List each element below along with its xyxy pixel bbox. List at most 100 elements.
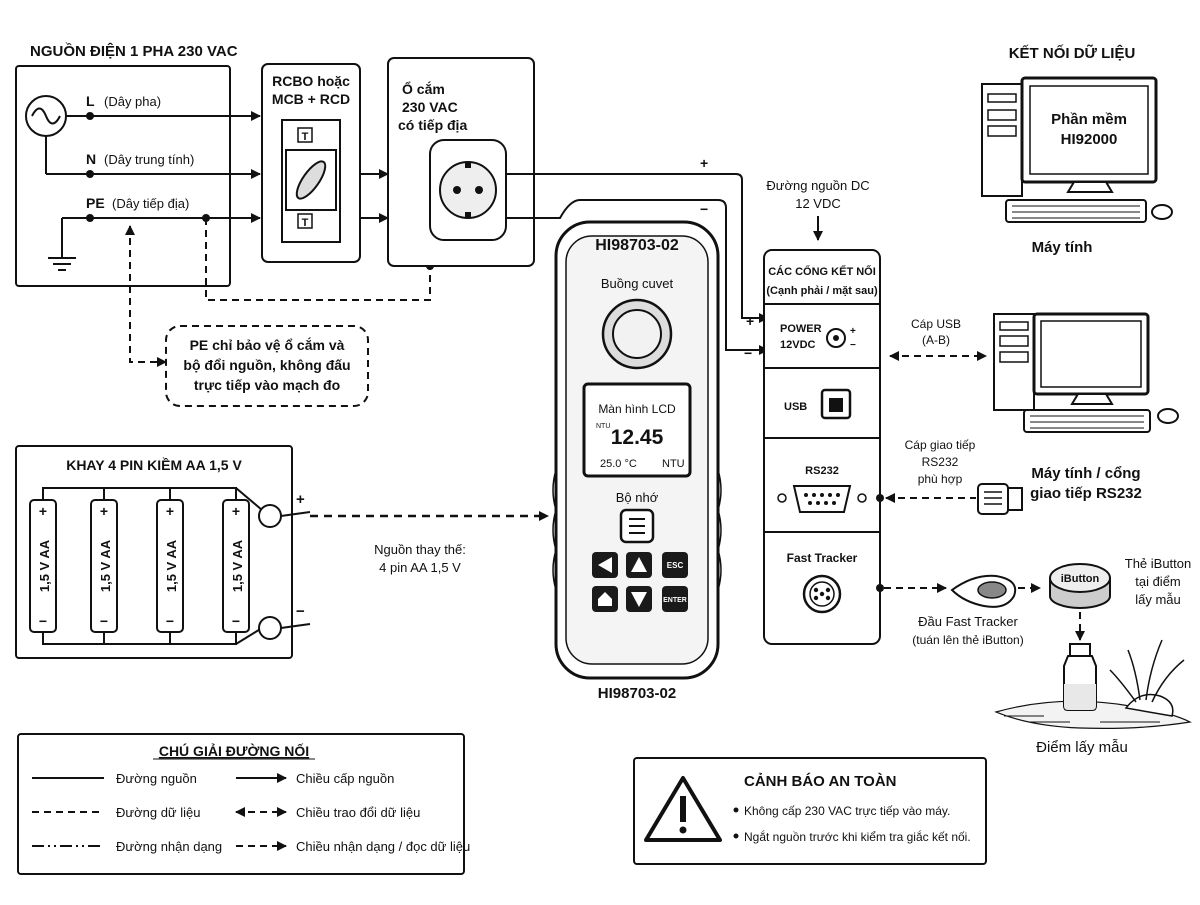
cell-3-minus: − <box>166 613 174 629</box>
usb-cable-line1: Cáp USB <box>911 317 961 331</box>
rcbo-test-top: T <box>302 131 309 143</box>
fast-tracker-port-label: Fast Tracker <box>787 551 858 565</box>
legend-item-1-left: Đường nguồn <box>116 771 197 786</box>
pc2-caption-line1: Máy tính / cổng <box>1031 465 1140 482</box>
cell-2-label: 1,5 V AA <box>98 539 113 592</box>
usb-port-label: USB <box>784 401 807 413</box>
pc2-caption-line2: giao tiếp RS232 <box>1030 485 1142 502</box>
sampling-point-caption: Điểm lấy mẫu <box>1036 739 1128 756</box>
line-n-code: N <box>86 151 96 167</box>
rs232-cable-line3: phù hợp <box>918 472 963 486</box>
esc-label: ESC <box>667 561 684 570</box>
legend-item-2-right: Chiều trao đổi dữ liệu <box>296 805 420 820</box>
dc-plus-port: + <box>746 313 754 329</box>
left-arrow-button[interactable] <box>592 552 618 578</box>
line-pe-code: PE <box>86 195 105 211</box>
ibutton-icon: iButton <box>1049 563 1111 609</box>
fast-tracker-port-icon[interactable] <box>802 574 842 614</box>
meter-model-top: HI98703-02 <box>595 237 679 254</box>
rs232-port-icon[interactable] <box>777 485 867 513</box>
socket-line3: có tiếp địa <box>398 117 467 133</box>
warning-triangle-icon <box>644 776 722 842</box>
legend-title: CHÚ GIẢI ĐƯỜNG NỐI <box>159 742 309 759</box>
usb-cable-line2: (A-B) <box>922 333 950 347</box>
memory-button[interactable] <box>619 508 655 544</box>
line-l-label: (Dây pha) <box>104 94 161 109</box>
line-l-code: L <box>86 93 95 109</box>
battery-tray: KHAY 4 PIN KIỀM AA 1,5 V + 1,5 V AA − + … <box>15 445 311 659</box>
rcbo-block: RCBO hoặc MCB + RCD T T <box>261 63 361 263</box>
lcd-value: 12.45 <box>611 426 664 449</box>
socket-icon <box>429 139 507 241</box>
cuvette-chamber-icon[interactable] <box>601 298 673 370</box>
up-arrow-button[interactable] <box>626 552 652 578</box>
legend-item-2-left: Đường dữ liệu <box>116 805 200 820</box>
power-source-block: NGUỒN ĐIỆN 1 PHA 230 VAC L (Dây pha) N (… <box>15 42 261 287</box>
computer-1-icon <box>981 76 1173 223</box>
warning-item-2: Ngắt nguồn trước khi kiểm tra giắc kết n… <box>744 829 971 844</box>
down-arrow-button[interactable] <box>626 586 652 612</box>
rs232-connector-icon <box>977 483 1023 515</box>
esc-button[interactable]: ESC <box>662 552 688 578</box>
pc1-screen-line1: Phần mềm <box>1051 111 1127 128</box>
cuvette-label: Buồng cuvet <box>601 276 674 291</box>
ibutton-chip-label: iButton <box>1061 573 1100 585</box>
jack-minus: − <box>850 340 856 351</box>
jack-plus: + <box>850 326 856 337</box>
dc-plus-top: + <box>700 155 708 171</box>
pe-note-line1: PE chỉ bảo vệ ổ cắm và <box>190 336 345 353</box>
battery-out-plus: + <box>296 491 305 508</box>
dc-power-jack-icon[interactable] <box>826 328 846 348</box>
lcd-unit-small: NTU <box>596 423 610 430</box>
pe-note-line2: bộ đổi nguồn, không đấu <box>183 357 350 373</box>
sampling-bottle-icon <box>994 639 1192 729</box>
power-port-label1: POWER <box>780 323 822 335</box>
battery-cell-2: + 1,5 V AA − <box>90 499 118 633</box>
pe-note-line3: trực tiếp vào mạch đo <box>194 377 340 393</box>
battery-cell-1: + 1,5 V AA − <box>29 499 57 633</box>
socket-line2: 230 VAC <box>402 99 458 115</box>
legend: CHÚ GIẢI ĐƯỜNG NỐI Đường nguồn Chiều cấp… <box>17 733 470 875</box>
memory-label: Bộ nhớ <box>616 490 659 505</box>
fast-tracker-head-line1: Đầu Fast Tracker <box>918 614 1018 629</box>
ibutton-caption-line1: Thẻ iButton <box>1125 556 1192 571</box>
usb-b-port-icon[interactable] <box>820 388 852 420</box>
lcd-unit: NTU <box>662 458 685 470</box>
rs232-cable-line1: Cáp giao tiếp <box>905 438 976 452</box>
cell-3-label: 1,5 V AA <box>164 539 179 592</box>
cell-4-minus: − <box>232 613 240 629</box>
ports-title: CÁC CỔNG KẾT NỐI <box>768 264 876 278</box>
ibutton-caption-line2: tại điểm <box>1135 574 1181 589</box>
fast-tracker-head-icon <box>950 574 1017 608</box>
dc-power-line1: Đường nguồn DC <box>766 178 869 193</box>
socket-line1: Ổ cắm <box>402 80 445 97</box>
battery-cell-4: + 1,5 V AA − <box>222 499 250 633</box>
pe-note: PE chỉ bảo vệ ổ cắm và bộ đổi nguồn, khô… <box>165 325 369 407</box>
battery-terminal-plus-icon <box>258 504 311 528</box>
legend-item-3-right: Chiều nhận dạng / đọc dữ liệu <box>296 839 470 854</box>
enter-button[interactable]: ENTER <box>662 586 688 612</box>
breaker-icon: T T <box>281 119 341 243</box>
ac-source-icon <box>25 95 67 137</box>
legend-item-3-left: Đường nhận dạng <box>116 839 222 854</box>
data-link-title: KẾT NỐI DỮ LIỆU <box>1009 44 1136 62</box>
line-n-label: (Dây trung tính) <box>104 152 194 167</box>
ports-panel: CÁC CỔNG KẾT NỐI (Cạnh phải / mặt sau) P… <box>763 249 881 645</box>
home-button[interactable] <box>592 586 618 612</box>
power-source-title: NGUỒN ĐIỆN 1 PHA 230 VAC <box>30 42 238 60</box>
dc-minus-port: − <box>744 345 752 361</box>
alt-power-line2: 4 pin AA 1,5 V <box>379 560 461 575</box>
battery-cell-3: + 1,5 V AA − <box>156 499 184 633</box>
rs232-cable-line2: RS232 <box>922 455 959 469</box>
fast-tracker-head-line2: (tuán lên thẻ iButton) <box>912 633 1023 647</box>
ground-icon <box>48 218 76 271</box>
legend-item-1-right: Chiều cấp nguồn <box>296 771 394 786</box>
safety-warning: CẢNH BÁO AN TOÀN Không cấp 230 VAC trực … <box>633 757 987 865</box>
cell-2-minus: − <box>100 613 108 629</box>
power-port-label2: 12VDC <box>780 339 816 351</box>
alt-power-line1: Nguồn thay thế: <box>374 542 466 557</box>
rcbo-test-bottom: T <box>302 217 309 229</box>
cell-4-label: 1,5 V AA <box>230 539 245 592</box>
cell-1-plus: + <box>39 503 47 519</box>
